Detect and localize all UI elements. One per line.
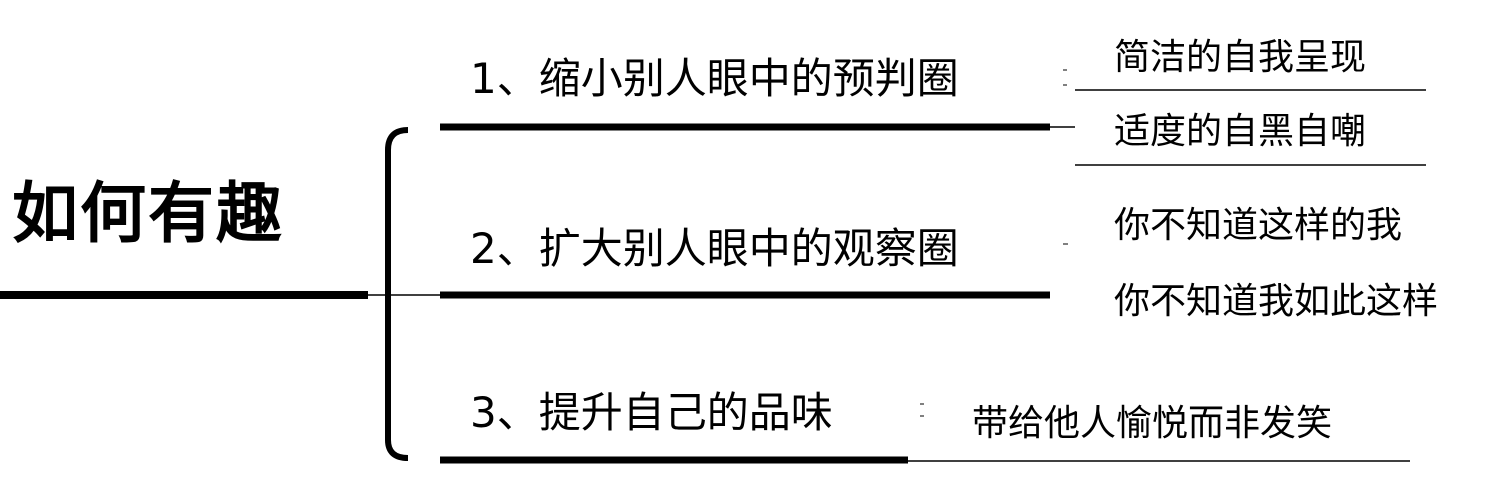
branch-bracket xyxy=(385,127,409,461)
leaf-4-label: 你不知道我如此这样 xyxy=(1114,281,1439,322)
leaf-5-label: 带给他人愉悦而非发笑 xyxy=(972,403,1333,444)
branch-3-label: 3、提升自己的品味 xyxy=(470,388,833,437)
leaf-1-label: 简洁的自我呈现 xyxy=(1114,37,1367,78)
branch-1-label: 1、缩小别人眼中的预判圈 xyxy=(470,54,959,103)
leaf-2-label: 适度的自黑自嘲 xyxy=(1114,111,1367,152)
branch-2-label: 2、扩大别人眼中的观察圈 xyxy=(470,224,959,273)
leaf-3-label: 你不知道这样的我 xyxy=(1114,205,1403,246)
root-topic: 如何有趣 xyxy=(12,174,284,252)
